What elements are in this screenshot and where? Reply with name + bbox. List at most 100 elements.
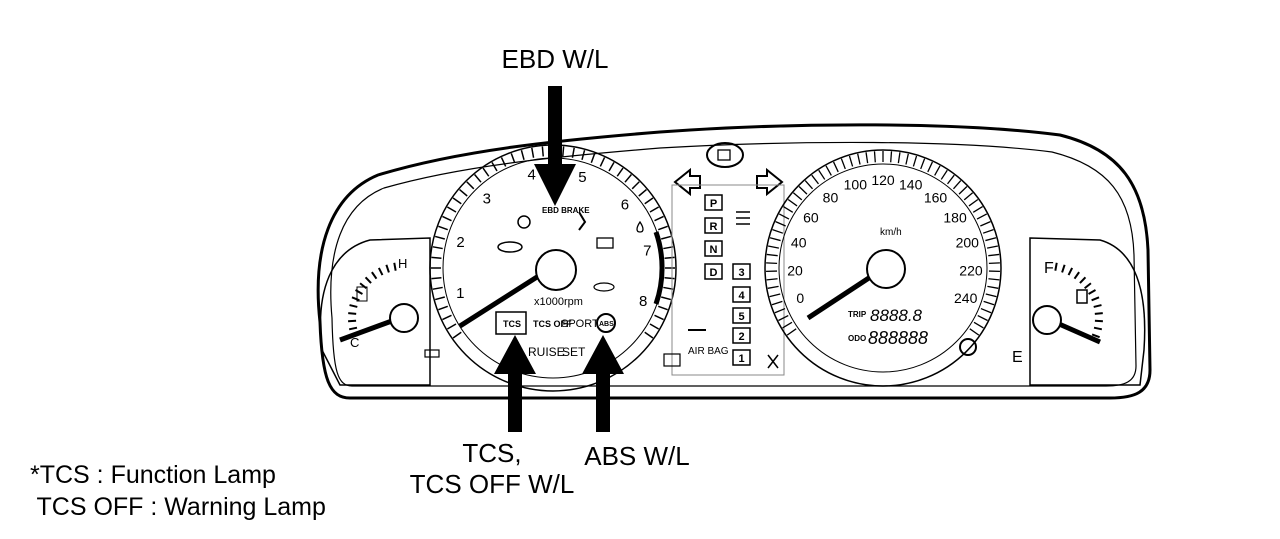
speedometer-tick <box>788 200 797 206</box>
fuel-tick <box>1069 268 1073 275</box>
tachometer-tick <box>431 257 441 258</box>
tachometer-tick <box>665 278 675 279</box>
speedometer-tick <box>874 151 875 162</box>
tachometer-tick <box>511 153 514 162</box>
tachometer-tick <box>431 278 441 279</box>
speedometer-tick <box>799 186 807 194</box>
tachometer-tick <box>650 324 659 329</box>
abs-callout-label: ABS W/L <box>572 441 702 471</box>
tachometer-tick <box>435 236 445 239</box>
speedometer-tick <box>772 230 782 234</box>
speedometer-scale-number: 60 <box>803 209 819 225</box>
temperature-tick <box>379 268 383 275</box>
odo-value: 888888 <box>868 328 928 348</box>
tachometer-tick <box>442 216 451 220</box>
speedometer-tick <box>772 301 782 304</box>
speedometer-tick <box>987 246 998 248</box>
tachometer-scale-number: 6 <box>621 197 629 214</box>
tachometer-scale-number: 4 <box>527 167 535 184</box>
gear-box-label: D <box>710 267 718 279</box>
fuel-tick <box>1075 272 1080 279</box>
fog-light-icon <box>736 212 750 224</box>
tachometer-tick <box>438 226 447 229</box>
tachometer-tick <box>600 157 604 166</box>
trip-value: 8888.8 <box>870 306 923 325</box>
gear-box-label: 4 <box>738 290 745 302</box>
speedometer-scale-number: 240 <box>954 290 978 306</box>
speedometer-tick <box>959 186 967 194</box>
speedometer-tick <box>768 246 779 248</box>
tachometer-tick <box>542 146 543 156</box>
speedometer-tick <box>981 309 991 313</box>
fuel-pump-icon <box>1077 290 1087 303</box>
high-beam-icon-inner <box>718 150 730 160</box>
tachometer-tick <box>501 157 505 166</box>
speedometer-tick <box>928 162 933 172</box>
speedometer-tick <box>980 222 990 226</box>
tachometer-scale-number: 7 <box>643 242 651 259</box>
cruise-lamp: RUISE <box>528 345 565 359</box>
temperature-gauge: H C <box>320 238 439 385</box>
speedometer-scale-number: 180 <box>943 209 967 225</box>
speedometer-tick <box>985 238 996 241</box>
speedometer-scale-number: 160 <box>924 189 948 205</box>
tcs-callout-label-line1: TCS, <box>442 438 542 468</box>
speedometer-tick <box>812 175 819 184</box>
speedometer-scale-number: 20 <box>787 262 803 278</box>
tachometer-tick <box>442 315 451 319</box>
speedometer-tick <box>891 151 892 162</box>
gear-box-label: 5 <box>738 311 744 323</box>
tachometer-scale-number: 8 <box>639 293 647 310</box>
fuel-tick <box>1094 328 1102 330</box>
temperature-tick <box>350 305 358 307</box>
speedometer-tick <box>964 193 972 200</box>
speedometer-tick <box>898 152 900 163</box>
oil-pressure-icon <box>594 283 614 291</box>
speedometer-tick <box>849 156 852 167</box>
speedometer-tick <box>935 166 940 176</box>
speedometer-tick <box>953 181 960 189</box>
trip-reset-knob <box>960 339 976 355</box>
charging-icon <box>597 238 613 248</box>
fuel-tick <box>1095 313 1103 314</box>
tachometer-tick <box>655 315 664 319</box>
tachometer-tick <box>658 226 667 229</box>
tachometer-scale-number: 2 <box>456 234 464 251</box>
tachometer-tick <box>661 297 671 300</box>
high-beam-icon <box>707 143 743 167</box>
tachometer-tick <box>563 146 564 156</box>
tachometer-tick <box>632 182 639 189</box>
set-lamp: SET <box>562 345 586 359</box>
speedometer-tick <box>793 193 801 200</box>
turn-left-icon <box>675 170 700 194</box>
speedometer-tick <box>969 200 978 206</box>
tachometer-tick <box>467 182 474 189</box>
speedometer-tick <box>973 207 982 213</box>
tachometer-tick <box>447 324 456 329</box>
sport-lamp: SPORT <box>561 318 599 330</box>
temperature-tick <box>372 272 377 279</box>
airbag-lamp: AIR BAG <box>688 346 729 357</box>
speedometer-tick <box>987 286 998 288</box>
speedometer-tick <box>767 254 778 255</box>
fuel-tick <box>1085 283 1091 288</box>
temperature-tick <box>394 263 395 271</box>
speedometer-scale-number: 80 <box>823 189 839 205</box>
speedometer-tick <box>768 286 779 288</box>
speedometer-tick <box>974 322 983 328</box>
tachometer-tick <box>438 306 447 309</box>
speedometer-tick <box>841 159 845 169</box>
fuel-full-label: F <box>1044 260 1054 277</box>
speedometer-tick <box>913 156 916 167</box>
tachometer-tick <box>617 168 623 176</box>
tachometer-redline <box>656 232 662 304</box>
fuel-tick <box>1089 290 1096 294</box>
gear-box-label: 3 <box>738 267 744 279</box>
speedometer-tick <box>906 154 908 165</box>
speedometer-hub <box>867 250 905 288</box>
speedometer-tick <box>787 329 796 335</box>
temperature-hot-label: H <box>398 256 407 271</box>
check-engine-icon <box>498 242 522 252</box>
speedometer-tick <box>921 159 925 169</box>
